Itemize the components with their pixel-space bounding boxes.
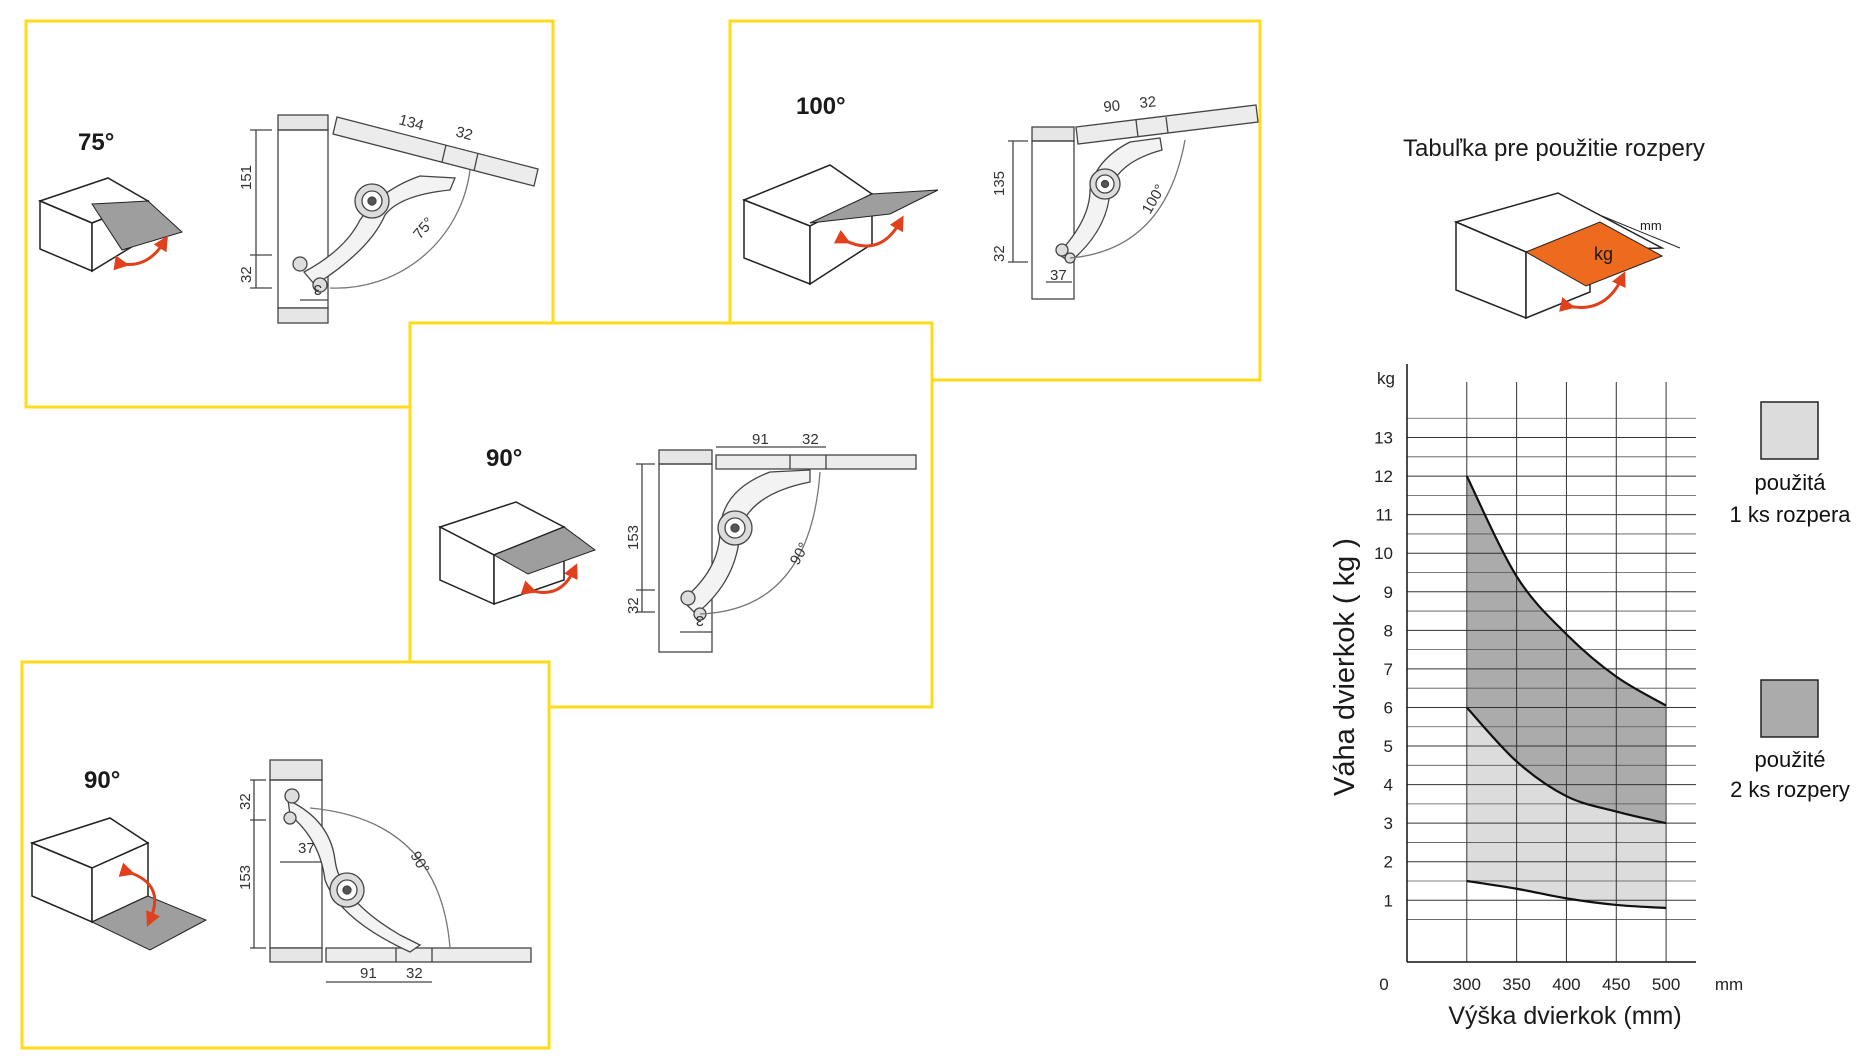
y-tick-label: 2: [1384, 853, 1393, 872]
kg-door-icon: [1453, 192, 1681, 320]
y-tick-label: 8: [1384, 621, 1393, 640]
chart-legend: použitá 1 ks rozpera použité 2 ks rozper…: [1729, 401, 1851, 802]
kg-label: kg: [1594, 244, 1613, 264]
dim-arm: 91: [360, 965, 377, 982]
y-tick-label: 13: [1374, 429, 1393, 448]
panel-75: 75° 134 32: [24, 19, 555, 409]
y-tick-label: 3: [1384, 814, 1393, 833]
dim-bottom: 32: [991, 245, 1008, 262]
y-tick-label: 12: [1374, 467, 1393, 486]
dim-side: 3: [696, 612, 704, 629]
mm-label: mm: [1640, 218, 1662, 233]
dim-offset: 32: [1139, 93, 1157, 112]
dim-top: 32: [237, 793, 254, 810]
panel-90-up: 90° 91 32: [408, 321, 934, 709]
cabinet-icon: [37, 177, 183, 273]
x-tick-label: 350: [1502, 975, 1530, 994]
legend-label-1-line1: použitá: [1755, 470, 1827, 495]
x-axis-title: Výška dvierkok (mm): [1448, 1002, 1681, 1030]
panel-100: 100° 90 32 135 32: [728, 19, 1262, 382]
legend-swatch-light: [1760, 401, 1819, 460]
dim-side: 37: [298, 840, 315, 857]
dim-arm: 91: [752, 431, 769, 448]
hinge-drawing: [636, 446, 917, 653]
legend-label-1-line2: 1 ks rozpera: [1729, 502, 1851, 527]
y-tick-label: 9: [1384, 583, 1393, 602]
cabinet-icon: [29, 817, 208, 951]
legend-label-2-line1: použité: [1755, 747, 1826, 772]
dim-height: 151: [238, 165, 255, 190]
dim-arm: 90: [1103, 97, 1121, 116]
y-tick-label: 11: [1375, 506, 1393, 525]
dim-side: 3: [314, 281, 322, 298]
y-tick-label: 7: [1384, 660, 1393, 679]
x-unit-label: mm: [1715, 975, 1743, 994]
y-axis-title: Váha dvierkok ( kg ): [1329, 538, 1361, 796]
dim-side: 37: [1050, 267, 1067, 284]
x-tick-label: 500: [1652, 975, 1680, 994]
hinge-drawing: [1008, 104, 1259, 300]
panel-90-down: 90° 91: [20, 660, 551, 1050]
x-tick-label: 400: [1552, 975, 1580, 994]
hinge-drawing: [250, 759, 532, 983]
legend-label-2-line2: 2 ks rozpery: [1730, 777, 1850, 802]
angle-label: 90°: [486, 445, 522, 472]
dim-offset: 32: [406, 965, 423, 982]
dim-offset: 32: [454, 123, 475, 144]
cabinet-icon: [438, 501, 597, 606]
series-line-2: [1465, 706, 1667, 825]
angle-label: 100°: [796, 93, 846, 120]
legend-swatch-dark: [1760, 679, 1819, 738]
table-title: Tabuľka pre použitie rozpery: [1403, 135, 1705, 162]
y-tick-label: 5: [1384, 737, 1393, 756]
dim-offset: 32: [802, 431, 819, 448]
y-tick-label: 10: [1374, 544, 1393, 563]
dim-height: 153: [237, 865, 254, 890]
angle-label: 90°: [84, 767, 120, 794]
y-unit-label: kg: [1377, 369, 1395, 388]
angle-label: 75°: [78, 129, 114, 156]
dim-bottom: 32: [238, 266, 255, 283]
dim-height: 135: [991, 171, 1008, 196]
dim-arm: 134: [397, 111, 426, 134]
dim-height: 153: [625, 525, 642, 550]
series-line-1: [1465, 475, 1667, 707]
y-tick-label: 1: [1384, 891, 1393, 910]
series-line-3: [1466, 879, 1667, 910]
y-tick-label: 4: [1384, 776, 1393, 795]
x-tick-label: 300: [1453, 975, 1481, 994]
x-tick-label: 450: [1602, 975, 1630, 994]
hinge-drawing: [250, 114, 539, 324]
y-tick-label: 6: [1384, 698, 1393, 717]
cabinet-icon: [741, 164, 939, 286]
origin-label: 0: [1379, 975, 1388, 994]
dim-bottom: 32: [625, 597, 642, 614]
